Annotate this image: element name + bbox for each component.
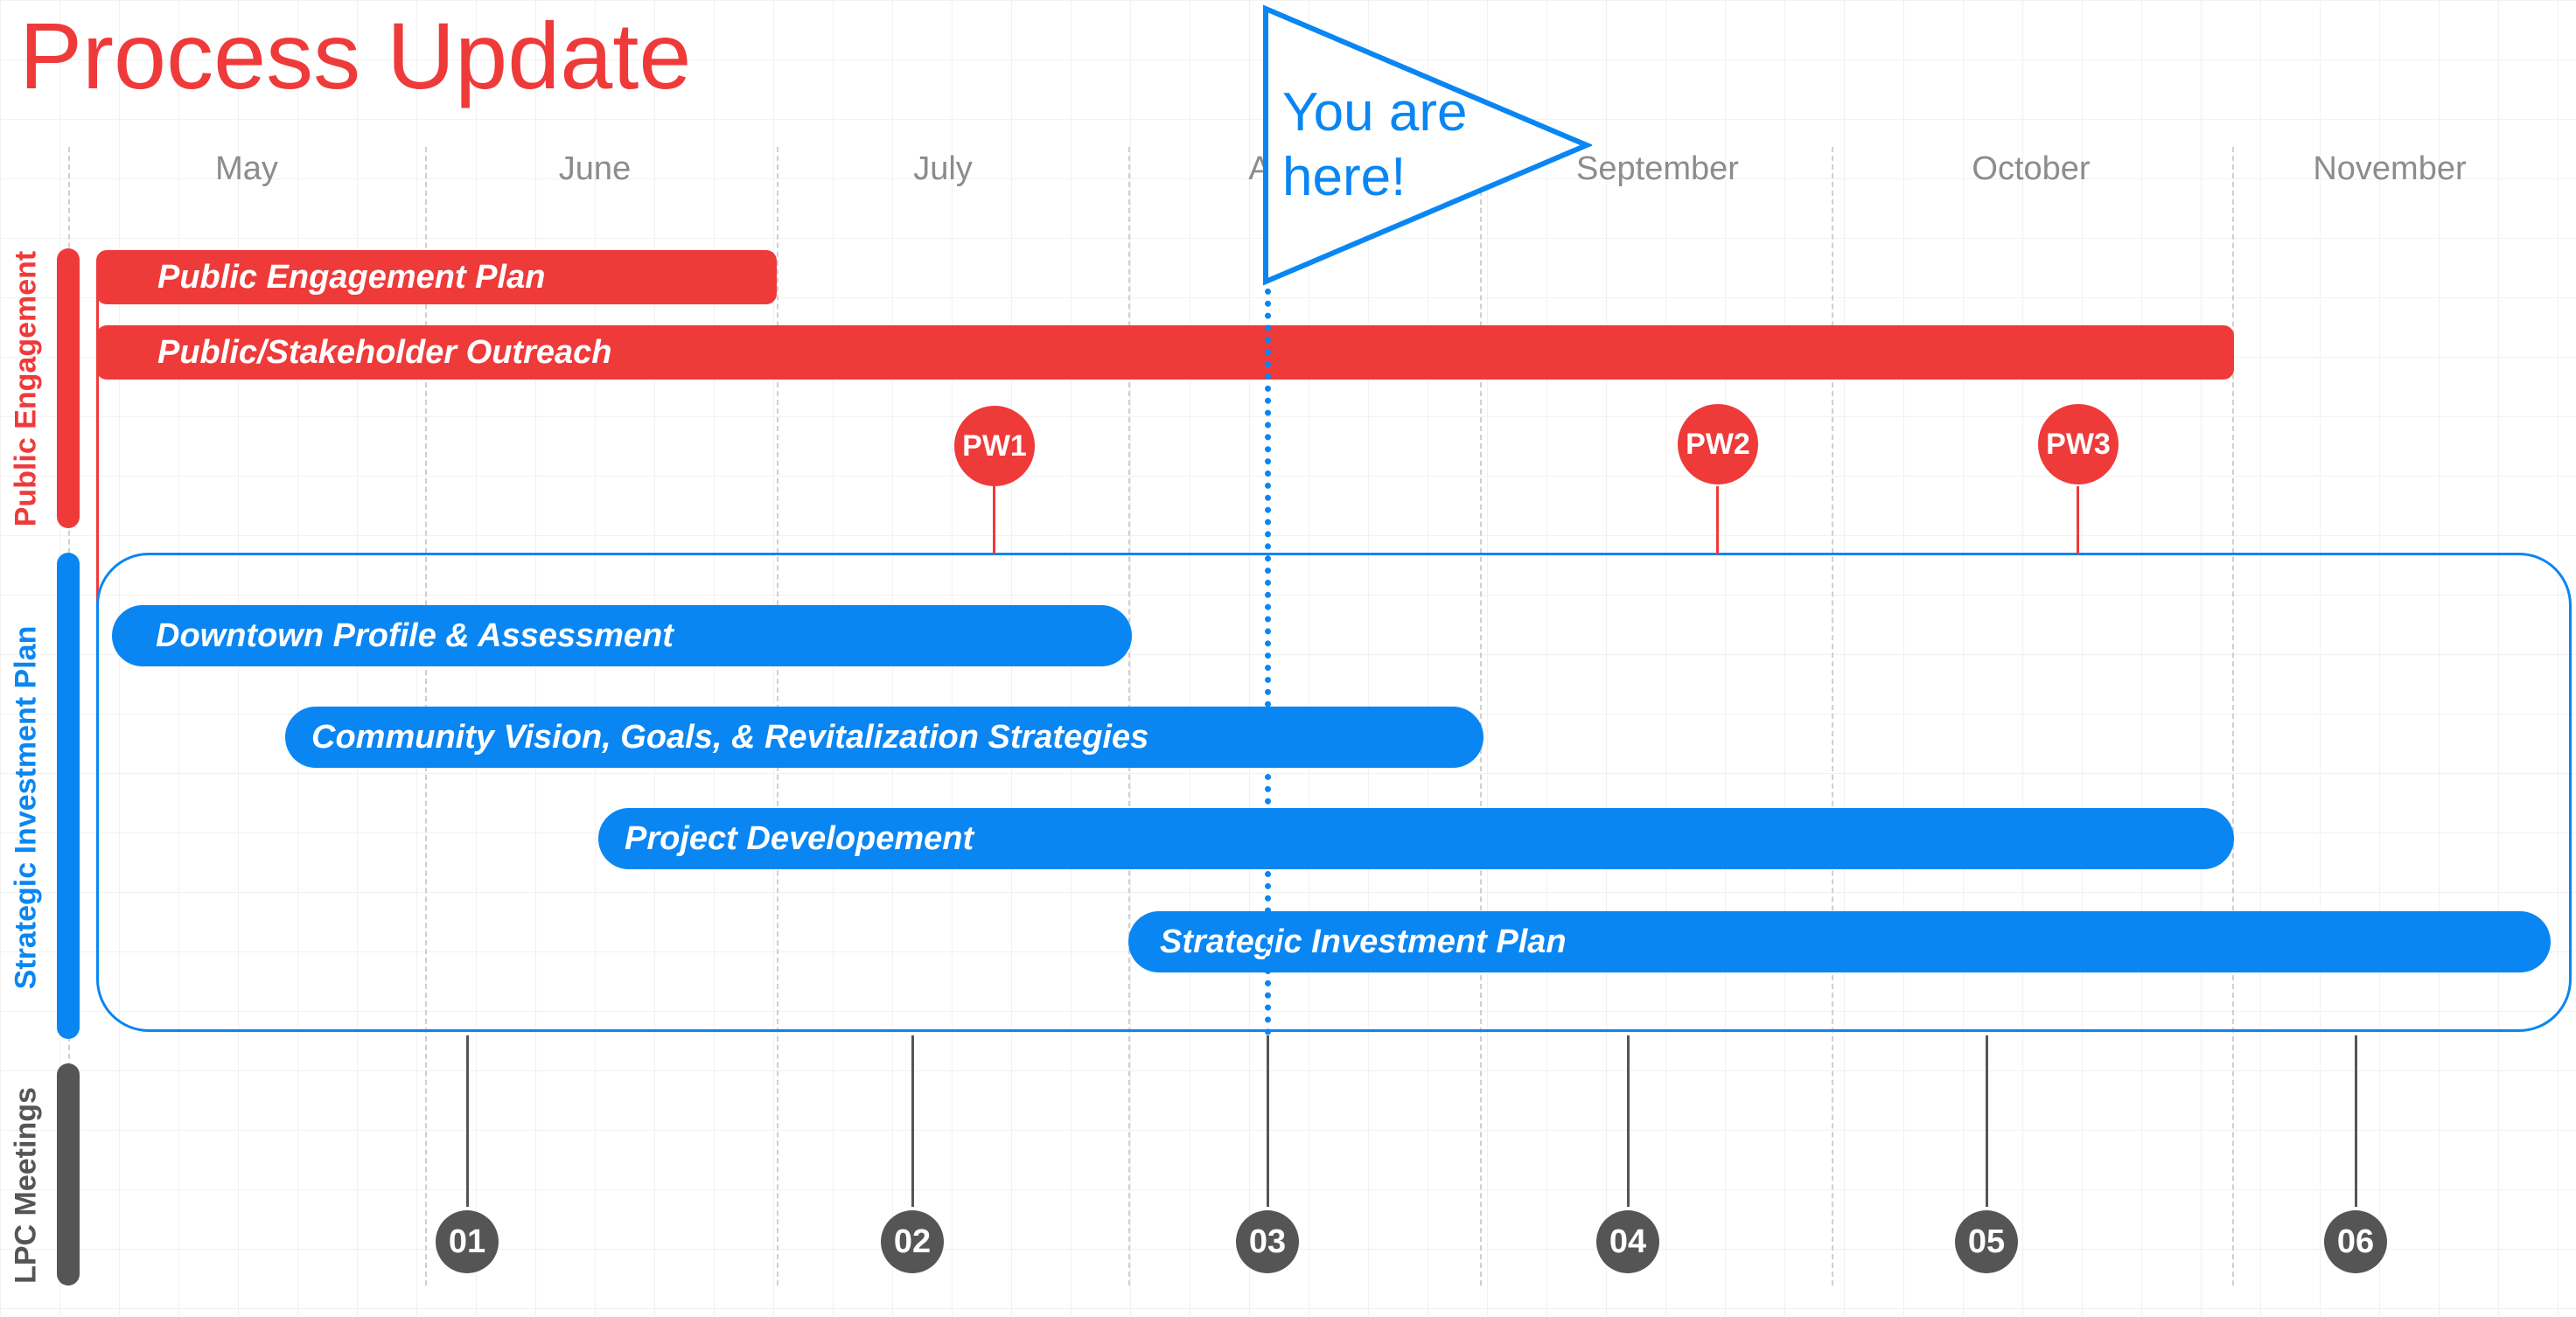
public-workshop-marker: PW1 bbox=[954, 406, 1035, 486]
you-are-here-text: You are here! bbox=[1282, 80, 1467, 210]
strategic-investment-plan-box bbox=[96, 553, 2572, 1032]
lpc-meeting-marker: 04 bbox=[1596, 1210, 1659, 1273]
lpc-meeting-marker: 01 bbox=[436, 1210, 499, 1273]
lpc-meeting-marker: 05 bbox=[1955, 1210, 2018, 1273]
public-engagement-connector bbox=[96, 273, 99, 640]
grid-line bbox=[1480, 147, 1482, 1286]
lpc-meetings-rail bbox=[57, 1063, 80, 1286]
public-engagement-rail bbox=[57, 248, 80, 528]
lpc-meeting-marker: 02 bbox=[881, 1210, 944, 1273]
you-are-here-line1: You are bbox=[1282, 82, 1468, 143]
you-are-here-line2: here! bbox=[1282, 147, 1407, 207]
public-engagement-plan-bar: Public Engagement Plan bbox=[96, 250, 777, 304]
month-label: November bbox=[2313, 150, 2467, 187]
strategic-investment-rail bbox=[57, 553, 80, 1039]
grid-line bbox=[1832, 147, 1833, 1286]
you-are-here-flag bbox=[1263, 4, 1592, 286]
public-workshop-marker: PW2 bbox=[1678, 404, 1758, 484]
downtown-profile-bar: Downtown Profile & Assessment bbox=[112, 605, 1132, 666]
lpc-stem bbox=[1267, 1035, 1269, 1207]
month-label: July bbox=[913, 150, 973, 187]
month-label: September bbox=[1576, 150, 1739, 187]
project-development-bar: Project Developement bbox=[598, 808, 2234, 869]
pw-pin bbox=[2077, 486, 2079, 554]
lpc-stem bbox=[1627, 1035, 1630, 1207]
lpc-meeting-marker: 06 bbox=[2324, 1210, 2387, 1273]
month-label: June bbox=[558, 150, 632, 187]
current-date-line bbox=[1265, 276, 1271, 1035]
lpc-meeting-marker: 03 bbox=[1236, 1210, 1299, 1273]
lpc-stem bbox=[911, 1035, 914, 1207]
community-vision-bar: Community Vision, Goals, & Revitalizatio… bbox=[285, 707, 1483, 768]
public-engagement-label: Public Engagement bbox=[9, 250, 43, 527]
lpc-stem bbox=[1986, 1035, 1988, 1207]
lpc-stem bbox=[466, 1035, 469, 1207]
month-label: October bbox=[1972, 150, 2091, 187]
lpc-stem bbox=[2355, 1035, 2357, 1207]
lpc-meetings-label: LPC Meetings bbox=[9, 1087, 43, 1284]
public-workshop-marker: PW3 bbox=[2038, 404, 2119, 484]
month-label: May bbox=[215, 150, 278, 187]
page-title: Process Update bbox=[19, 3, 692, 108]
pw-pin bbox=[1716, 486, 1719, 554]
grid-line bbox=[2232, 147, 2234, 1286]
strategic-investment-plan-bar: Strategic Investment Plan bbox=[1128, 911, 2551, 972]
pw-pin bbox=[993, 486, 995, 554]
strategic-investment-label: Strategic Investment Plan bbox=[9, 625, 43, 990]
public-stakeholder-outreach-bar: Public/Stakeholder Outreach bbox=[96, 325, 2234, 380]
